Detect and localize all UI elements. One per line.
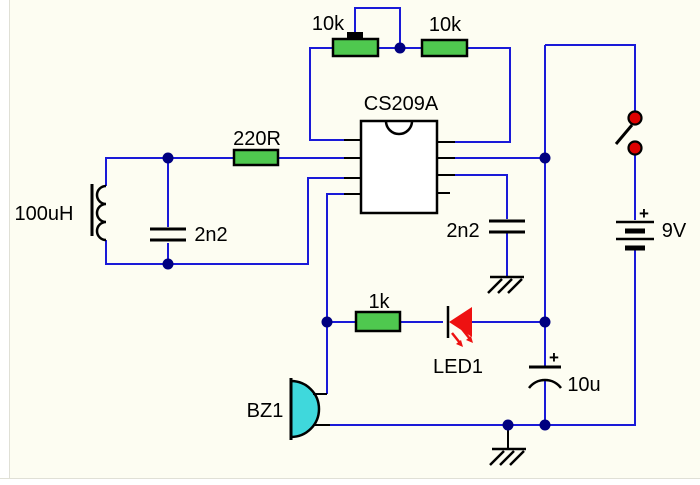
wire-ic-pin4-to-output [326,193,344,394]
inductor-label: 100uH [15,203,74,225]
ground-bottom-hatch-3 [489,450,505,466]
series-resistor: 220R [232,128,281,167]
wire-feedback-resistor-to-ic-pin8 [455,47,511,143]
wire-coil-top-to-220R [105,157,234,186]
wire-top-rail-to-switch [545,44,636,112]
switch-terminal-bottom [627,140,643,156]
feedback-resistor-body [420,38,469,58]
electrolytic-label: 10u [567,374,600,396]
led-resistor-label: 1k [368,291,390,313]
node-pot-wiper [394,42,406,54]
led-label: LED1 [433,356,483,378]
led-arrow-1 [451,332,461,344]
electrolytic-capacitor: + 10u [528,348,601,396]
ground-bottom-hatch-2 [499,450,515,466]
node-output [321,316,333,328]
ground-hatch-1 [507,278,523,294]
ground-bottom-hatch-1 [509,450,525,466]
led-arrow-2 [461,328,471,340]
led-triangle-icon [449,307,472,337]
node-tank-top [162,152,174,164]
battery-plus: + [639,204,649,223]
buzzer: BZ1 [247,378,330,440]
node-vrail-pin7 [539,152,551,164]
led-resistor: 1k [354,291,402,333]
node-10u-bottom [539,419,551,431]
wire-net [105,7,636,426]
feedback-resistor: 10k [420,14,469,58]
potentiometer-label: 10k [312,13,345,35]
feedback-resistor-label: 10k [429,14,462,36]
junction-nodes [162,42,551,431]
inductor-coil-icon [95,184,107,242]
inductor: 100uH [15,184,107,242]
electrolytic-plate-curved [528,378,562,389]
battery: + 9V [616,204,687,251]
wire-battery-to-bottom-rail [330,250,636,426]
ic-notch [384,120,414,136]
ground-hatch-3 [487,278,503,294]
ic-pins [344,139,455,195]
ic-cs209a: CS209A [359,93,439,215]
potentiometer: 10k [312,13,380,58]
left-edge-strip [0,0,10,484]
tank-capacitor: 2n2 [150,224,228,246]
led-resistor-body [354,310,402,333]
potentiometer-wiper [347,32,363,39]
wire-pot-wiper-jumper [354,7,401,48]
electrolytic-plus: + [549,348,559,367]
node-ground-rail [502,419,514,431]
wire-ic-pin6-to-filtercap [455,174,508,219]
node-tank-bottom [162,258,174,270]
ic-body [359,119,439,215]
series-resistor-label: 220R [233,128,281,150]
filter-capacitor: 2n2 [446,219,525,242]
wire-coil-bottom-to-ic-pin3 [105,177,344,265]
led-arrowhead-2 [466,336,473,343]
ground-hatch-2 [497,278,513,294]
buzzer-label: BZ1 [247,400,284,422]
ground-bottom-icon [489,425,526,466]
ic-label: CS209A [364,93,439,115]
node-led-vrail [539,316,551,328]
potentiometer-body [331,37,380,58]
led: LED1 [433,306,483,378]
bottom-edge-strip [0,478,700,485]
switch-lever [614,124,634,145]
tank-capacitor-label: 2n2 [194,224,227,246]
ground-icon [487,275,524,294]
wire-pot-left-to-ic-pin1 [309,47,344,141]
switch-terminal-top [627,110,643,126]
battery-label: 9V [662,220,687,242]
power-switch [614,110,643,156]
led-arrowhead-1 [456,340,463,347]
filter-capacitor-label: 2n2 [446,220,479,242]
series-resistor-body [232,148,280,167]
buzzer-body-icon [289,379,321,439]
